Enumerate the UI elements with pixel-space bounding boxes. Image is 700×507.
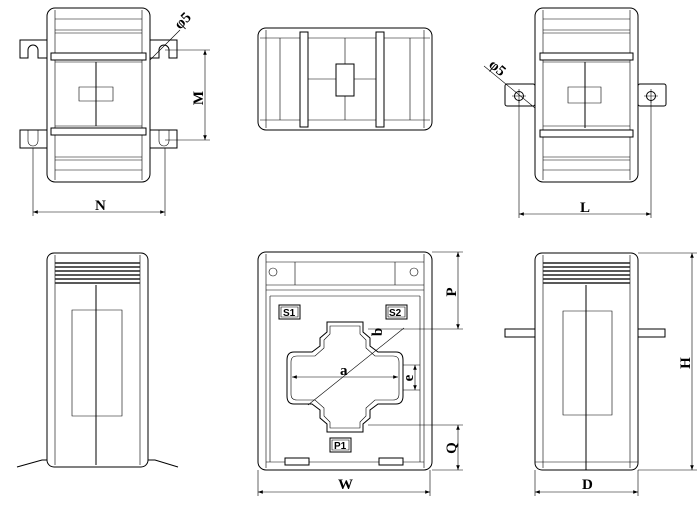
body-outline: [47, 8, 150, 182]
dim-label-q: Q: [444, 442, 460, 454]
body-outline: [47, 253, 148, 467]
terminal-s1: S1: [279, 305, 300, 319]
dim-label-n: N: [95, 198, 106, 214]
top-left-view: N M φ5: [20, 8, 210, 216]
primary-window: [287, 322, 403, 432]
dim-label-l: L: [580, 200, 590, 216]
winding-hatch: [543, 263, 630, 283]
top-right-view: L φ5: [484, 8, 666, 218]
window-width-label: a: [340, 363, 348, 379]
hole-diameter-label: φ5: [485, 57, 508, 80]
svg-text:S1: S1: [283, 308, 296, 319]
mounting-tabs: [20, 40, 177, 148]
svg-text:P1: P1: [334, 441, 347, 452]
svg-text:S2: S2: [389, 308, 402, 319]
hole-diameter-label: φ5: [172, 10, 195, 33]
dim-label-w: W: [338, 477, 353, 493]
mounting-tab: [505, 329, 537, 337]
strap: [51, 128, 146, 135]
strap: [540, 130, 633, 137]
mounting-tab: [637, 329, 665, 337]
window-bar-label: e: [401, 374, 417, 381]
strap: [376, 32, 384, 127]
window-diagonal-label: b: [370, 328, 386, 336]
mounting-tab: [638, 84, 666, 106]
bottom-middle-view: a b e S1 S2 P1 P Q W: [258, 252, 463, 496]
top-middle-view: [258, 28, 432, 130]
body-outline: [535, 8, 638, 182]
terminal-s2: S2: [386, 305, 407, 319]
strap: [540, 53, 633, 60]
dim-label-m: M: [191, 91, 207, 105]
terminal-p1: P1: [330, 438, 351, 452]
winding-hatch: [55, 263, 140, 283]
dim-label-p: P: [444, 287, 460, 296]
dim-label-h: H: [678, 357, 694, 369]
dim-label-d: D: [582, 477, 593, 493]
strap: [51, 53, 146, 60]
strap: [300, 32, 308, 127]
bottom-left-view: [17, 253, 178, 467]
bottom-right-view: H D: [505, 253, 697, 496]
